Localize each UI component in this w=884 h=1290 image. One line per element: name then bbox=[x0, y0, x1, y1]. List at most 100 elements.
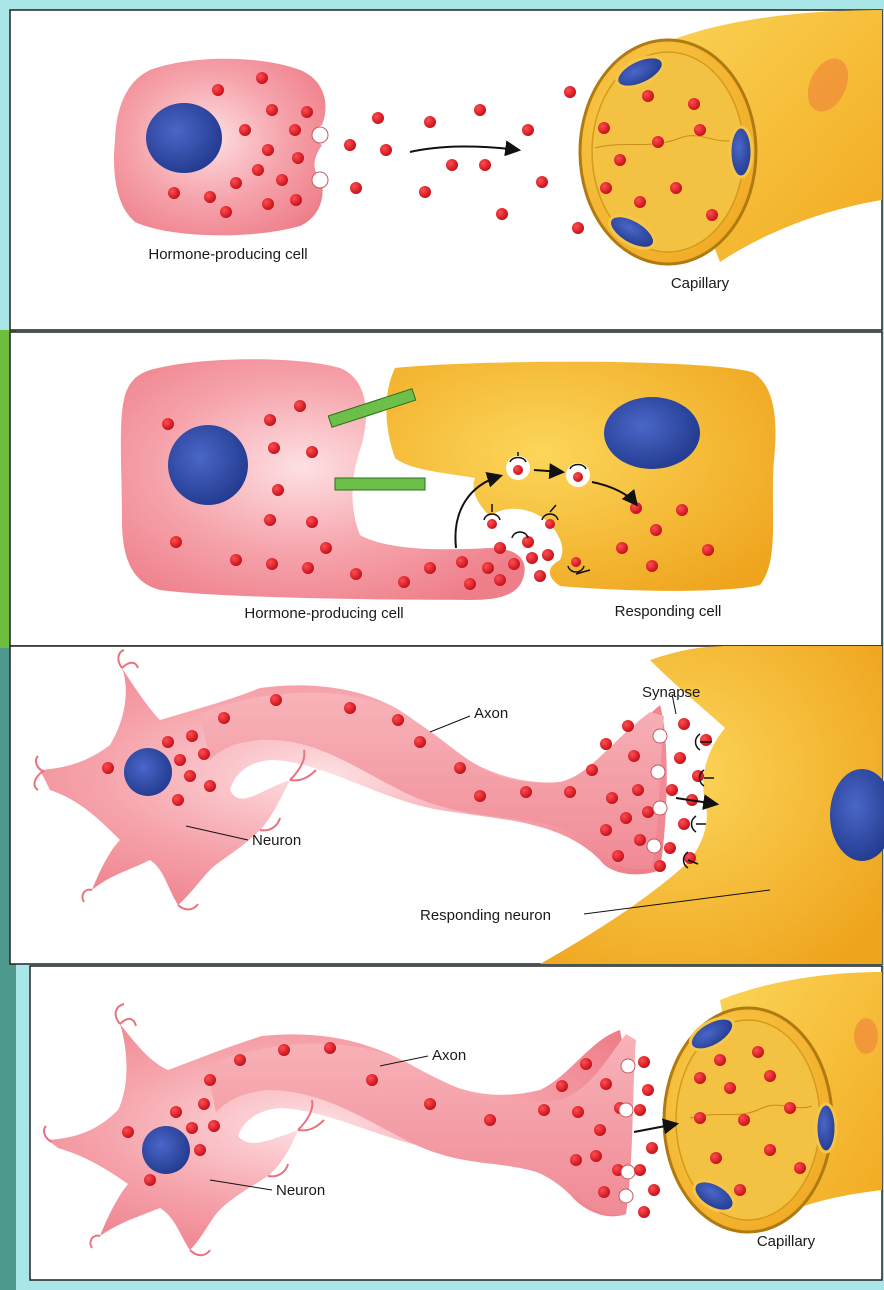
neurotransmitter bbox=[620, 812, 632, 824]
neurohormone bbox=[634, 1104, 646, 1116]
neurotransmitter bbox=[102, 762, 114, 774]
hormone-molecule bbox=[534, 570, 546, 582]
vesicle bbox=[621, 1059, 635, 1073]
hormone-molecule bbox=[256, 72, 268, 84]
neurohormone bbox=[598, 1186, 610, 1198]
hormone-molecule bbox=[372, 112, 384, 124]
hormone-molecule bbox=[446, 159, 458, 171]
hormone-molecule bbox=[320, 542, 332, 554]
nucleus bbox=[604, 397, 700, 469]
label-synapse: Synapse bbox=[642, 684, 700, 701]
neurohormone bbox=[570, 1154, 582, 1166]
neurohormone bbox=[144, 1174, 156, 1186]
neurohormone bbox=[186, 1122, 198, 1134]
panel-endocrine: Hormone-producing cell Capillary bbox=[10, 10, 882, 330]
neurotransmitter bbox=[186, 730, 198, 742]
hormone-molecule bbox=[424, 562, 436, 574]
hormone-molecule bbox=[350, 568, 362, 580]
label-responding-cell: Responding cell bbox=[615, 603, 722, 620]
hormone-molecule bbox=[350, 182, 362, 194]
hormone-molecule bbox=[670, 182, 682, 194]
hormone-molecule bbox=[276, 174, 288, 186]
neurohormone bbox=[590, 1150, 602, 1162]
hormone-molecule bbox=[616, 542, 628, 554]
hormone-molecule bbox=[266, 558, 278, 570]
nucleus bbox=[146, 103, 222, 173]
hormone-molecule bbox=[494, 574, 506, 586]
neurohormone bbox=[484, 1114, 496, 1126]
neurohormone bbox=[198, 1098, 210, 1110]
neurohormone bbox=[694, 1112, 706, 1124]
hormone-molecule bbox=[496, 208, 508, 220]
hormone-molecule bbox=[526, 552, 538, 564]
endothelial-nucleus bbox=[730, 127, 752, 177]
hormone-molecule bbox=[456, 556, 468, 568]
hormone-molecule bbox=[688, 98, 700, 110]
neurotransmitter bbox=[218, 712, 230, 724]
neurotransmitter bbox=[622, 720, 634, 732]
gap-junction bbox=[335, 478, 425, 490]
neurohormone bbox=[710, 1152, 722, 1164]
hormone-molecule bbox=[302, 562, 314, 574]
hormone-molecule bbox=[487, 519, 497, 529]
label-responding-neuron: Responding neuron bbox=[420, 907, 551, 924]
hormone-molecule bbox=[168, 187, 180, 199]
hormone-molecule bbox=[650, 524, 662, 536]
label-hormone-producing-cell: Hormone-producing cell bbox=[148, 246, 307, 263]
hormone-molecule bbox=[398, 576, 410, 588]
hormone-molecule bbox=[424, 116, 436, 128]
hormone-molecule bbox=[306, 516, 318, 528]
neurohormone bbox=[648, 1184, 660, 1196]
secreting-vesicle bbox=[312, 172, 328, 188]
hormone-molecule bbox=[220, 206, 232, 218]
neurohormone bbox=[794, 1162, 806, 1174]
neurohormone bbox=[764, 1144, 776, 1156]
neurotransmitter bbox=[172, 794, 184, 806]
hormone-molecule bbox=[513, 465, 523, 475]
label-hormone-producing-cell: Hormone-producing cell bbox=[244, 605, 403, 622]
hormone-molecule bbox=[272, 484, 284, 496]
neurohormone bbox=[194, 1144, 206, 1156]
neurohormone bbox=[572, 1106, 584, 1118]
hormone-molecule bbox=[212, 84, 224, 96]
label-axon: Axon bbox=[474, 705, 508, 722]
neurohormone bbox=[738, 1114, 750, 1126]
hormone-molecule bbox=[344, 139, 356, 151]
hormone-molecule bbox=[652, 136, 664, 148]
neurotransmitter bbox=[174, 754, 186, 766]
neurohormone bbox=[594, 1124, 606, 1136]
hormone-molecule bbox=[170, 536, 182, 548]
hormone-molecule bbox=[571, 557, 581, 567]
hormone-molecule bbox=[706, 209, 718, 221]
neurotransmitter bbox=[634, 834, 646, 846]
nucleus bbox=[168, 425, 248, 505]
synaptic-vesicle bbox=[653, 801, 667, 815]
label-capillary: Capillary bbox=[671, 275, 730, 292]
neurotransmitter bbox=[414, 736, 426, 748]
hormone-molecule bbox=[264, 514, 276, 526]
label-neuron: Neuron bbox=[276, 1182, 325, 1199]
neurotransmitter bbox=[520, 786, 532, 798]
panel-neuroendocrine: Axon Neuron Capillary bbox=[30, 966, 882, 1280]
hormone-molecule bbox=[464, 578, 476, 590]
neurohormone bbox=[580, 1058, 592, 1070]
hormone-molecule bbox=[542, 549, 554, 561]
synaptic-vesicle bbox=[647, 839, 661, 853]
hormone-molecule bbox=[474, 104, 486, 116]
panel-paracrine: Hormone-producing cell Responding cell bbox=[10, 332, 882, 646]
nucleus bbox=[142, 1126, 190, 1174]
neurohormone bbox=[634, 1164, 646, 1176]
neurohormone bbox=[324, 1042, 336, 1054]
hormone-molecule bbox=[573, 472, 583, 482]
neurotransmitter bbox=[678, 818, 690, 830]
vesicle bbox=[621, 1165, 635, 1179]
neurohormone bbox=[638, 1206, 650, 1218]
synaptic-vesicle bbox=[651, 765, 665, 779]
hormone-molecule bbox=[268, 442, 280, 454]
hormone-molecule bbox=[419, 186, 431, 198]
neurotransmitter bbox=[586, 764, 598, 776]
neurotransmitter bbox=[600, 824, 612, 836]
hormone-molecule bbox=[264, 414, 276, 426]
hormone-molecule bbox=[634, 196, 646, 208]
neurohormone bbox=[204, 1074, 216, 1086]
